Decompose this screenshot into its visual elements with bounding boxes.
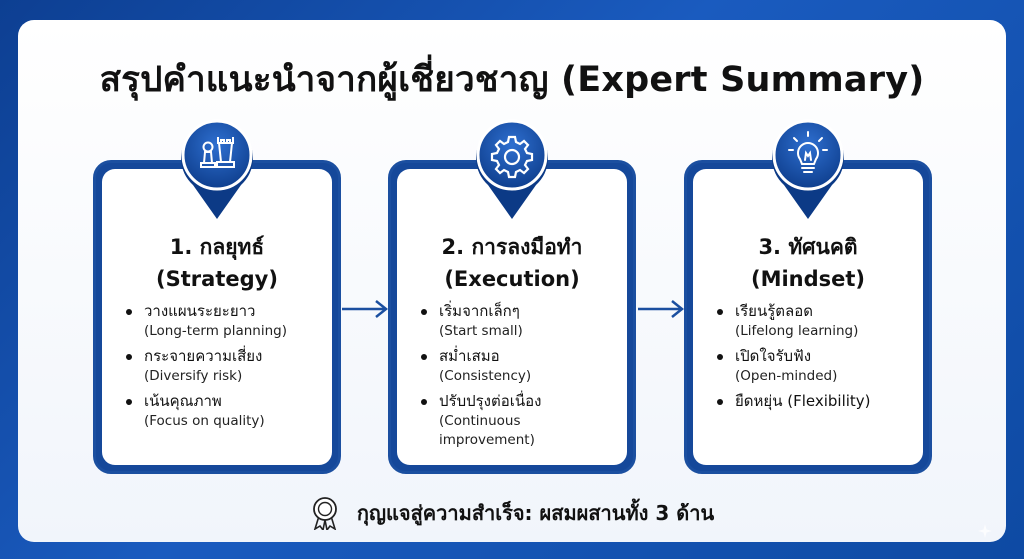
- card-bullet-list: เรียนรู้ตลอด (Lifelong learning) เปิดใจร…: [715, 301, 915, 417]
- card-bullet-list: เริ่มจากเล็กๆ (Start small) สม่ำเสมอ (Co…: [419, 301, 619, 455]
- chess-pieces-icon: [179, 115, 255, 221]
- gear-icon: [474, 115, 550, 221]
- card-heading: 3. ทัศนคติ (Mindset): [693, 231, 923, 295]
- page-title: สรุปคำแนะนำจากผู้เชี่ยวชาญ (Expert Summa…: [99, 60, 925, 100]
- list-item: กระจายความเสี่ยง (Diversify risk): [124, 346, 324, 386]
- card-heading: 2. การลงมือทำ (Execution): [397, 231, 627, 295]
- list-item: สม่ำเสมอ (Consistency): [419, 346, 619, 386]
- card-heading-number: 1. กลยุทธ์: [169, 235, 265, 259]
- arrow-right-icon: [638, 300, 685, 318]
- card-heading-english: (Strategy): [156, 267, 278, 291]
- list-item: วางแผนระยะยาว (Long-term planning): [124, 301, 324, 341]
- card-heading-number: 3. ทัศนคติ: [758, 235, 858, 259]
- list-item: ปรับปรุงต่อเนื่อง (Continuous improvemen…: [419, 391, 619, 450]
- mindset-card: 3. ทัศนคติ (Mindset) เรียนรู้ตลอด (Lifel…: [684, 160, 932, 474]
- list-item: เปิดใจรับฟัง (Open-minded): [715, 346, 915, 386]
- card-bullet-list: วางแผนระยะยาว (Long-term planning) กระจา…: [124, 301, 324, 436]
- award-ribbon-icon: [312, 497, 337, 530]
- list-item: เริ่มจากเล็กๆ (Start small): [419, 301, 619, 341]
- list-item: เน้นคุณภาพ (Focus on quality): [124, 391, 324, 431]
- list-item: เรียนรู้ตลอด (Lifelong learning): [715, 301, 915, 341]
- arrow-right-icon: [342, 300, 389, 318]
- card-heading-english: (Mindset): [750, 267, 866, 291]
- list-item: ยืดหยุ่น (Flexibility): [715, 391, 915, 412]
- sparkle-icon: [978, 524, 992, 538]
- card-heading-number: 2. การลงมือทำ: [441, 235, 583, 259]
- card-heading-english: (Execution): [444, 267, 580, 291]
- card-heading: 1. กลยุทธ์ (Strategy): [102, 231, 332, 295]
- lightbulb-icon: [770, 115, 846, 221]
- footer-key-to-success: กุญแจสู่ความสำเร็จ: ผสมผสานทั้ง 3 ด้าน: [0, 496, 1024, 530]
